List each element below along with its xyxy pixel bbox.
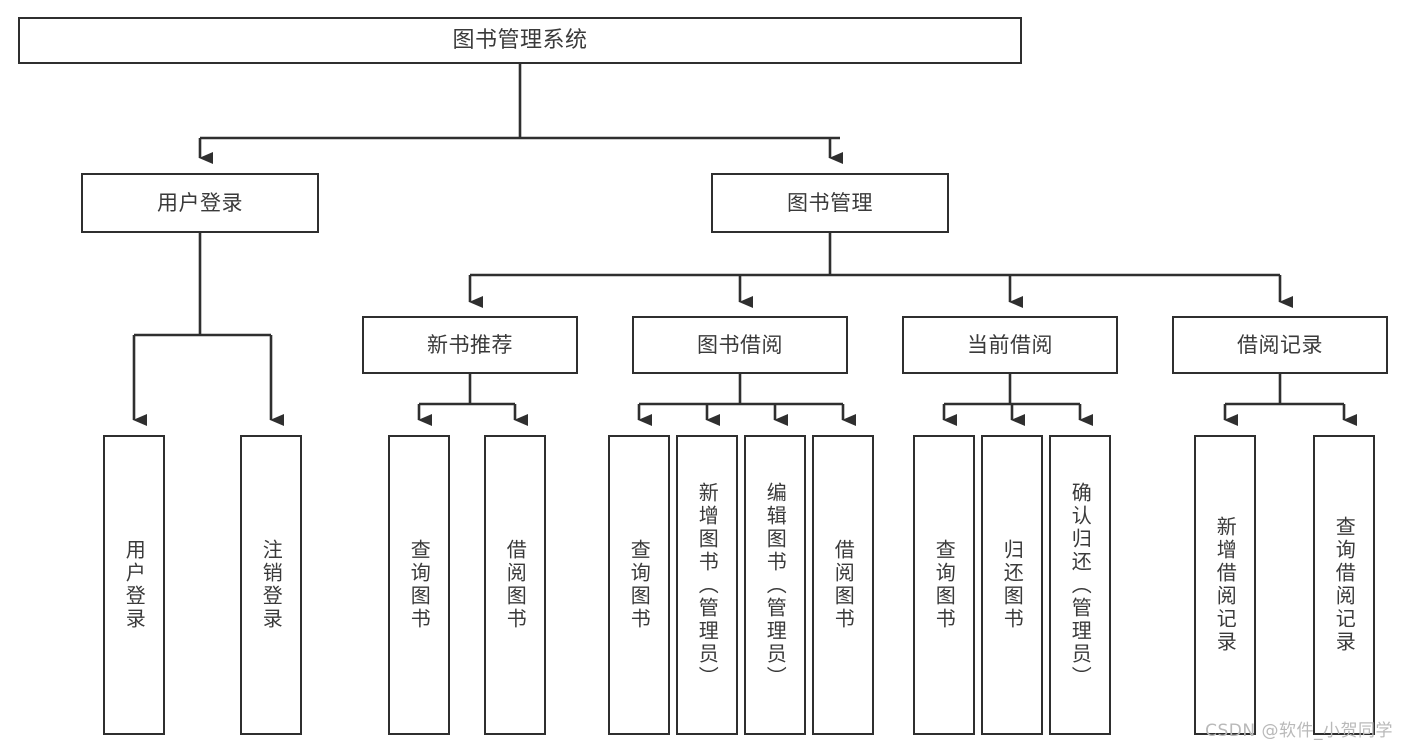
leaf-borrow-query-book-label: 查询图书 [627,539,652,631]
node-new-book-recommend[interactable]: 新书推荐 [362,316,578,374]
leaf-current-confirm-return-label: 确认归还（管理员） [1068,481,1093,689]
leaf-newbook-borrow-book-label: 借阅图书 [503,539,528,631]
node-book-borrow[interactable]: 图书借阅 [632,316,848,374]
leaf-record-add-label: 新增借阅记录 [1213,516,1238,654]
node-user-login[interactable]: 用户登录 [81,173,319,233]
node-current-borrow-label: 当前借阅 [967,332,1053,357]
leaf-borrow-edit-book-label: 编辑图书（管理员） [763,481,788,689]
leaf-current-confirm-return[interactable]: 确认归还（管理员） [1049,435,1111,735]
leaf-user-logout[interactable]: 注销登录 [240,435,302,735]
node-borrow-record[interactable]: 借阅记录 [1172,316,1388,374]
leaf-borrow-edit-book[interactable]: 编辑图书（管理员） [744,435,806,735]
node-root-label: 图书管理系统 [452,27,588,53]
leaf-borrow-lend-book-label: 借阅图书 [831,539,856,631]
watermark: CSDN @软件_小贺同学 [1205,721,1393,741]
leaf-user-login-label: 用户登录 [122,539,147,631]
leaf-current-return-book-label: 归还图书 [1000,539,1025,631]
node-book-borrow-label: 图书借阅 [697,332,783,357]
leaf-borrow-add-book[interactable]: 新增图书（管理员） [676,435,738,735]
node-book-manage-label: 图书管理 [787,190,873,215]
leaf-current-query-book[interactable]: 查询图书 [913,435,975,735]
leaf-newbook-query-book-label: 查询图书 [407,539,432,631]
leaf-current-query-book-label: 查询图书 [932,539,957,631]
leaf-borrow-lend-book[interactable]: 借阅图书 [812,435,874,735]
node-root[interactable]: 图书管理系统 [18,17,1022,64]
leaf-record-add[interactable]: 新增借阅记录 [1194,435,1256,735]
node-user-login-label: 用户登录 [157,190,243,215]
leaf-user-logout-label: 注销登录 [259,539,284,631]
leaf-borrow-query-book[interactable]: 查询图书 [608,435,670,735]
leaf-user-login[interactable]: 用户登录 [103,435,165,735]
node-new-book-recommend-label: 新书推荐 [427,332,513,357]
leaf-record-query-label: 查询借阅记录 [1332,516,1357,654]
leaf-record-query[interactable]: 查询借阅记录 [1313,435,1375,735]
node-book-manage[interactable]: 图书管理 [711,173,949,233]
leaf-current-return-book[interactable]: 归还图书 [981,435,1043,735]
node-borrow-record-label: 借阅记录 [1237,332,1323,357]
leaf-newbook-query-book[interactable]: 查询图书 [388,435,450,735]
leaf-newbook-borrow-book[interactable]: 借阅图书 [484,435,546,735]
leaf-borrow-add-book-label: 新增图书（管理员） [695,481,720,689]
node-current-borrow[interactable]: 当前借阅 [902,316,1118,374]
